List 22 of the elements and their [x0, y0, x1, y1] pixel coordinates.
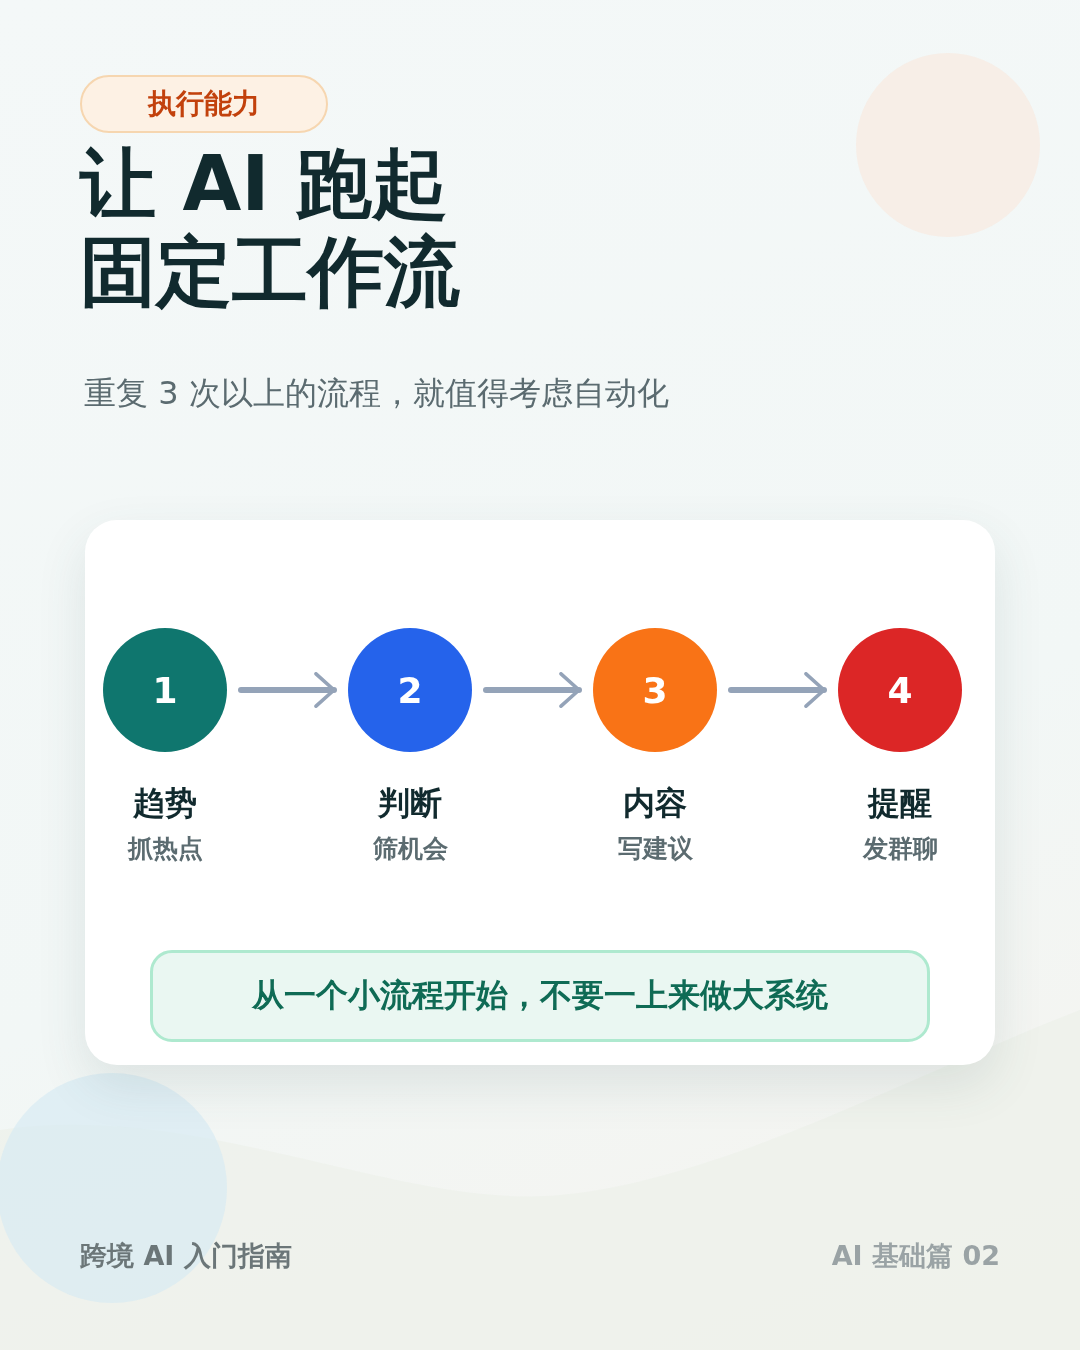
arrow — [238, 672, 337, 708]
step-title: 提醒 — [866, 783, 933, 824]
page-title: 让 AI 跑起固定工作流 — [80, 140, 461, 316]
footer-text: 跨境 AI 入门指南 — [80, 1239, 292, 1273]
step-circle: 1 — [103, 628, 227, 752]
step-description: 发群聊 — [861, 833, 939, 865]
arrow — [728, 672, 827, 708]
subtitle: 重复 3 次以上的流程，就值得考虑自动化 — [84, 373, 669, 414]
step-description: 筛机会 — [371, 833, 449, 865]
step-description: 抓热点 — [126, 833, 204, 865]
page-number: AI 基础篇 02 — [831, 1239, 1000, 1273]
step-circle: 3 — [593, 628, 717, 752]
step-description: 写建议 — [616, 833, 694, 865]
step-title: 内容 — [622, 783, 688, 824]
step-circle: 4 — [838, 628, 962, 752]
tag-pill: 执行能力 — [80, 75, 328, 133]
step-title: 判断 — [377, 783, 443, 824]
step-circle: 2 — [348, 628, 472, 752]
arrow — [483, 672, 582, 708]
tip-banner: 从一个小流程开始，不要一上来做大系统 — [150, 950, 930, 1042]
card-background — [85, 520, 995, 1065]
step-title: 趋势 — [132, 783, 198, 824]
